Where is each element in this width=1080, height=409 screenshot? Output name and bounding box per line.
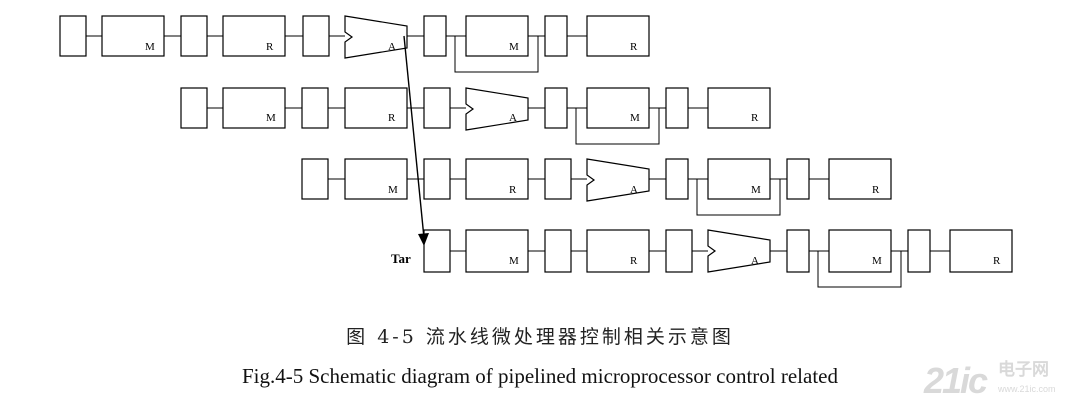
pipeline-latch: [907, 229, 931, 273]
figure-caption-english: Fig.4-5 Schematic diagram of pipelined m…: [242, 364, 838, 388]
register-stage-label: R: [266, 41, 274, 53]
pipeline-latch: [59, 15, 87, 57]
register-stage-block: [828, 158, 892, 200]
bypass-wire: [817, 250, 908, 288]
memory-stage-label: M: [145, 41, 155, 53]
bypass-wire: [696, 178, 787, 216]
register-stage-block: [586, 229, 650, 273]
register-stage-block: [707, 87, 771, 129]
memory-stage-block: [586, 87, 650, 129]
pipeline-latch: [544, 229, 572, 273]
figure-caption-chinese: 图 4-5 流水线微处理器控制相关示意图: [346, 326, 734, 348]
memory-stage-label: M: [509, 255, 519, 267]
pipeline-latch: [180, 15, 208, 57]
memory-stage-label: M: [388, 184, 398, 196]
site-watermark: 21ic 电子网 www.21ic.com: [924, 360, 1074, 404]
alu-block: [586, 158, 650, 202]
pipeline-latch: [544, 158, 572, 200]
pipeline-latch: [423, 15, 447, 57]
watermark-url: www.21ic.com: [998, 384, 1056, 394]
alu-label: A: [630, 184, 638, 196]
register-stage-label: R: [630, 41, 638, 53]
bypass-wire: [454, 35, 545, 73]
register-stage-block: [586, 15, 650, 57]
alu-label: A: [388, 41, 396, 53]
pipeline-latch: [180, 87, 208, 129]
bypass-wire: [575, 107, 666, 145]
pipeline-latch: [301, 87, 329, 129]
memory-stage-label: M: [630, 112, 640, 124]
alu-label: A: [751, 255, 759, 267]
register-stage-block: [465, 158, 529, 200]
pipeline-row-1: M R A M R: [59, 15, 650, 73]
watermark-logo-chinese: 电子网: [998, 360, 1049, 380]
pipeline-latch: [423, 158, 451, 200]
pipeline-latch: [302, 15, 330, 57]
arrow-head-icon: [418, 233, 429, 246]
memory-stage-block: [465, 229, 529, 273]
register-stage-label: R: [509, 184, 517, 196]
pipeline-latch: [423, 229, 451, 273]
alu-block: [707, 229, 771, 273]
pipeline-latch: [544, 15, 568, 57]
register-stage-label: R: [388, 112, 396, 124]
branch-target-arrow: [403, 35, 429, 246]
target-label: Tar: [391, 251, 411, 266]
memory-stage-label: M: [509, 41, 519, 53]
watermark-logo-number: 21ic: [924, 360, 988, 401]
memory-stage-block: [828, 229, 892, 273]
memory-stage-block: [101, 15, 165, 57]
register-stage-label: R: [751, 112, 759, 124]
pipeline-latch: [665, 158, 689, 200]
register-stage-label: R: [872, 184, 880, 196]
register-stage-block: [949, 229, 1013, 273]
pipeline-row-3: M R A M R: [301, 158, 892, 216]
memory-stage-block: [222, 87, 286, 129]
pipeline-latch: [665, 229, 693, 273]
pipeline-latch: [665, 87, 689, 129]
pipeline-latch: [423, 87, 451, 129]
pipeline-latch: [786, 158, 810, 200]
alu-block: [465, 87, 529, 131]
register-stage-label: R: [630, 255, 638, 267]
pipeline-latch: [786, 229, 810, 273]
memory-stage-label: M: [751, 184, 761, 196]
pipeline-row-2: M R A M R: [180, 87, 771, 145]
memory-stage-block: [344, 158, 408, 200]
alu-block: [344, 15, 408, 59]
pipeline-latch: [301, 158, 329, 200]
memory-stage-label: M: [872, 255, 882, 267]
memory-stage-block: [707, 158, 771, 200]
memory-stage-label: M: [266, 112, 276, 124]
register-stage-block: [344, 87, 408, 129]
pipeline-latch: [544, 87, 568, 129]
pipeline-row-4: Tar M R A M R: [391, 229, 1013, 288]
alu-label: A: [509, 112, 517, 124]
register-stage-block: [222, 15, 286, 57]
register-stage-label: R: [993, 255, 1001, 267]
